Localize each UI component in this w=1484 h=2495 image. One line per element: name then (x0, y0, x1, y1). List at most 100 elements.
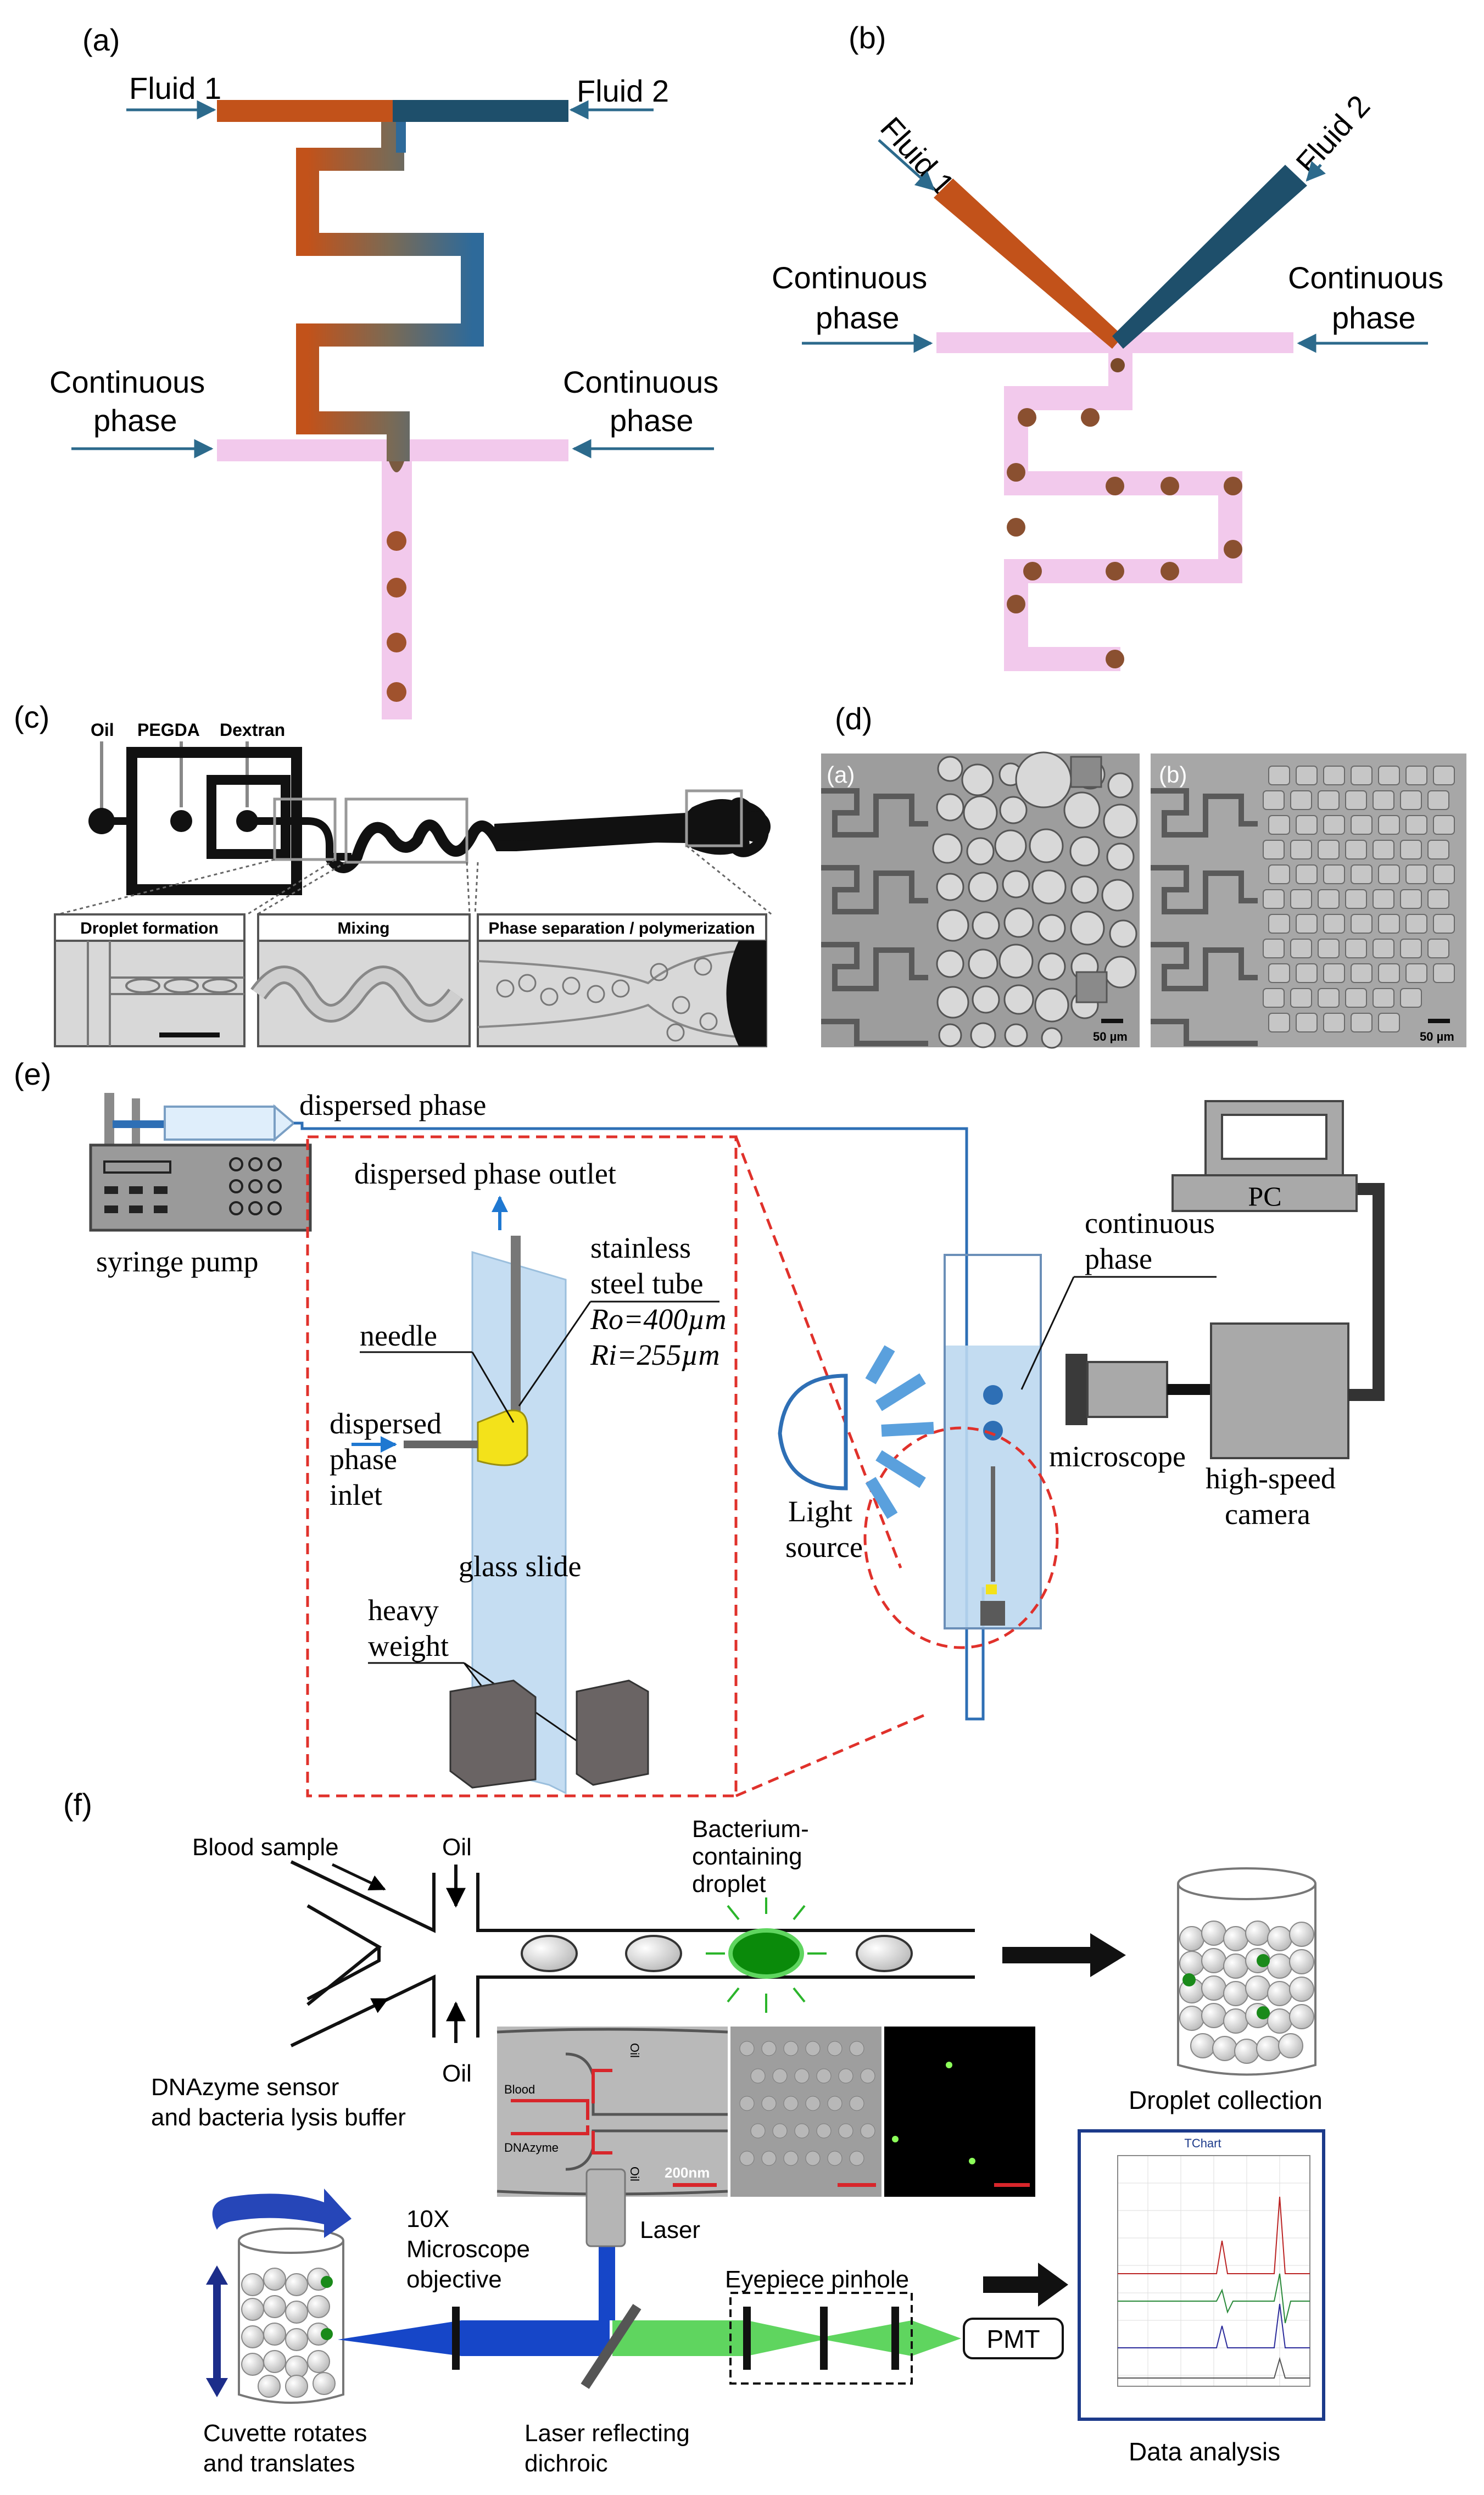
ri-label: Ri=255µm (590, 1338, 720, 1371)
serpentine-channel-b (1004, 351, 1242, 671)
bacterium-label-3: droplet (692, 1871, 766, 1897)
laser-head-f (585, 2168, 626, 2247)
cuvette-label-1: Cuvette rotates (203, 2420, 367, 2447)
droplet-a (387, 578, 406, 598)
continuous-right-label-a-1: Continuous (563, 365, 718, 399)
panel-a: (a) Fluid 1 Fluid 2 Continuous phase Con… (49, 23, 718, 719)
panel-b-label: (b) (849, 20, 886, 55)
box-mixing-label: Mixing (338, 919, 390, 937)
fluid2-label-a: Fluid 2 (577, 74, 669, 108)
panel-f: (f) Blood sample Oil Bacterium- containi… (63, 1787, 1325, 2477)
box-phase-separation-label: Phase separation / polymerization (488, 919, 755, 937)
dichroic-label-1: Laser reflecting (525, 2420, 690, 2447)
scale-bar-label-b-d: 50 µm (1420, 1030, 1454, 1043)
excitation-beam-f (338, 2320, 610, 2356)
zoom-inset-e (306, 1135, 738, 1798)
inlet-label-2: phase (330, 1443, 397, 1476)
fluid2-tube-b (1112, 165, 1307, 349)
panel-e: (e) syringe pump dispersed phase dispers… (14, 1057, 1385, 1798)
outlet-label-e: dispersed phase outlet (354, 1157, 616, 1190)
camera-cable-e (1346, 1183, 1385, 1401)
panel-e-label: (e) (14, 1057, 51, 1091)
continuous-right-label-b-1: Continuous (1288, 260, 1443, 295)
collection-arrow-f (1002, 1933, 1126, 1977)
steel-label-2: steel tube (590, 1267, 703, 1300)
continuous-right-label-a-2: phase (610, 403, 694, 438)
glass-slide-label: glass slide (459, 1550, 582, 1583)
camera-label-2: camera (1225, 1498, 1310, 1531)
pc-e: PC (1171, 1100, 1358, 1212)
box-droplet-formation-label: Droplet formation (80, 919, 219, 937)
droplet-collection-label: Droplet collection (1129, 2086, 1323, 2114)
droplet-a (387, 633, 406, 652)
syringe-pump (89, 1093, 312, 1232)
micro-blood-label: Blood (504, 2083, 535, 2096)
fluid1-label-a: Fluid 1 (129, 71, 221, 105)
eyepiece-label: Eyepiece pinhole (725, 2266, 909, 2293)
heavy-label-1: heavy (368, 1594, 439, 1627)
inlet-label-1: dispersed (330, 1407, 442, 1440)
dispersed-phase-tube (294, 1121, 985, 1721)
blood-sample-label: Blood sample (192, 1834, 339, 1861)
needle-hub-e (477, 1409, 528, 1466)
light-label-2: source (785, 1531, 863, 1564)
weight-right-e (576, 1679, 649, 1786)
fluid2-label-b: Fluid 2 (1289, 88, 1376, 180)
bacterium-label-2: containing (692, 1843, 802, 1870)
droplet-a (387, 682, 406, 702)
scale-bar-label-a-d: 50 µm (1093, 1030, 1128, 1043)
droplets-b (1007, 408, 1242, 668)
micro-oil-top-label: Oil (628, 2043, 641, 2058)
droplet-a (387, 531, 406, 551)
continuous-label-2-e: phase (1085, 1242, 1152, 1275)
objective-label-2: Microscope (406, 2236, 530, 2263)
dextran-label-c: Dextran (220, 720, 285, 740)
cuvette-f (238, 2228, 344, 2404)
micrograph-fluorescence-f (884, 2027, 1035, 2197)
fluid1-channel-a (217, 100, 398, 122)
needle-label: needle (360, 1319, 437, 1352)
micro-scale-label: 200nm (665, 2164, 710, 2181)
rotate-arrow-f (212, 2189, 352, 2238)
fluid1-tube-b (934, 178, 1123, 349)
panel-c: (c) Oil PEGDA Dextran Droplet formation (14, 700, 772, 1047)
dichroic-label-2: dichroic (525, 2450, 608, 2477)
ro-label: Ro=400µm (590, 1303, 727, 1336)
steel-label-1: stainless (590, 1231, 691, 1264)
channel-c (102, 817, 352, 861)
panel-d: (d) (a) 50 µm (821, 701, 1466, 1049)
analysis-arrow-f (983, 2263, 1068, 2307)
light-source-e (778, 1374, 848, 1491)
oil-bottom-label: Oil (442, 2060, 472, 2087)
microscope-label: microscope (1049, 1440, 1186, 1473)
data-analysis-label: Data analysis (1129, 2437, 1280, 2466)
dichroic-mirror-f (581, 2304, 641, 2389)
cuvette-e (944, 1254, 1042, 1629)
syringe-pump-label: syringe pump (96, 1245, 258, 1278)
zoom-box-3-c (685, 789, 743, 847)
steel-tube-e (511, 1236, 521, 1431)
panel-a-label: (a) (82, 23, 120, 57)
oil-label-c: Oil (91, 720, 114, 740)
heavy-label-2: weight (368, 1629, 449, 1662)
inner-square-c (207, 775, 291, 859)
pmt-box-f (963, 2318, 1064, 2359)
pc-label: PC (1248, 1181, 1281, 1212)
fluid2-channel-a (393, 100, 568, 122)
zoom-circle-e (863, 1426, 1059, 1649)
serpentine-channels-d-a (821, 788, 928, 1046)
tchart-title: TChart (1184, 2136, 1221, 2150)
continuous-left-label-a-2: phase (93, 403, 177, 438)
sub-label-a-d: (a) (827, 762, 855, 788)
laser-label: Laser (640, 2217, 700, 2243)
continuous-left-label-b-1: Continuous (772, 260, 927, 295)
zoom-box-1-c (273, 797, 337, 861)
zoom-box-2-c (344, 797, 468, 864)
micrograph-channel-f (497, 2027, 728, 2197)
pmt-label: PMT (986, 2325, 1040, 2353)
objective-label-3: objective (406, 2266, 502, 2293)
droplet-pinch-a (389, 461, 404, 472)
panel-d-label: (d) (835, 701, 872, 736)
pinhole-box-f (729, 2292, 913, 2385)
